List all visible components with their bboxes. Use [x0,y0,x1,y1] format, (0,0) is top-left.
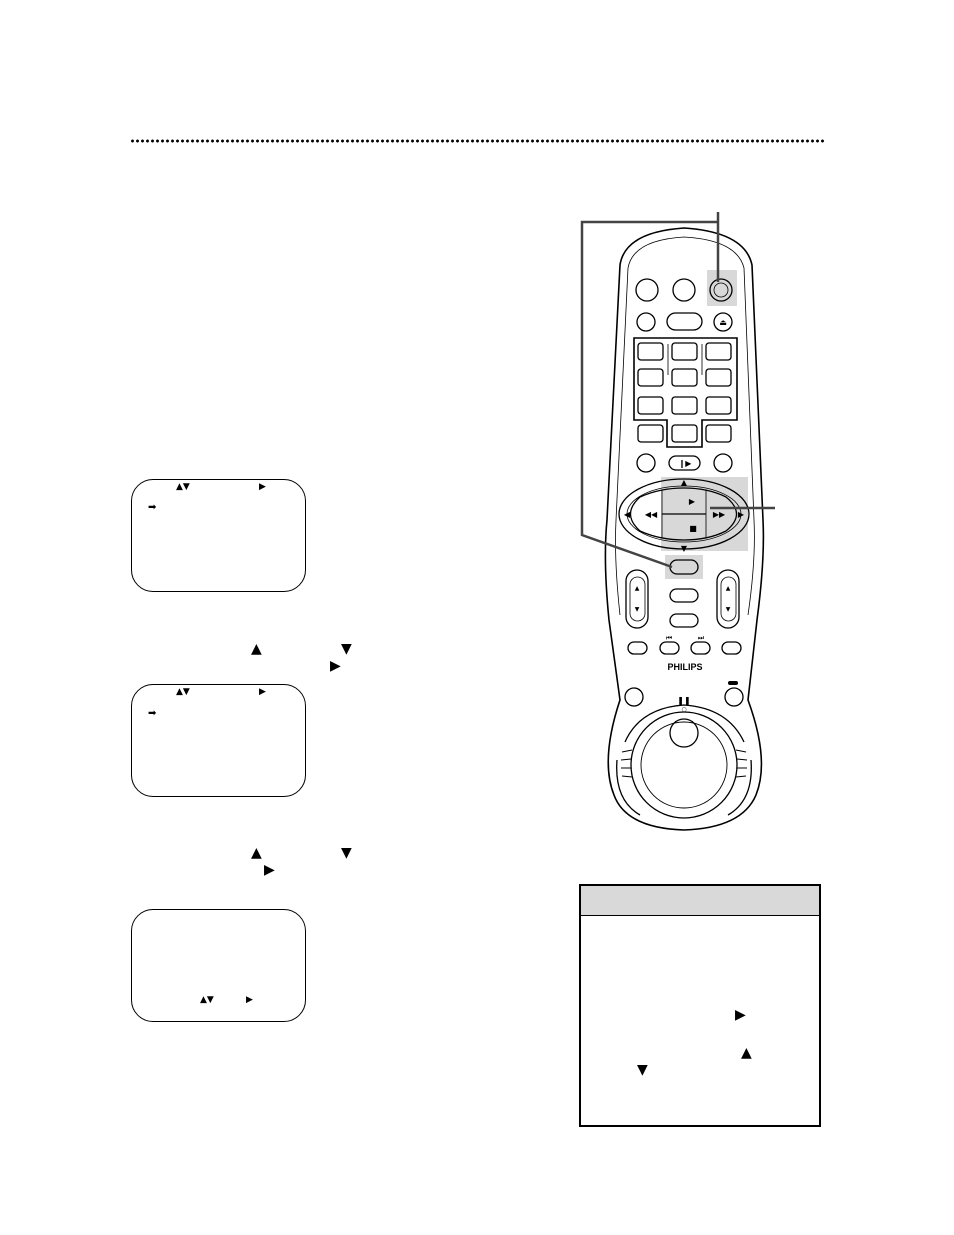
down-icon: ▼ [341,641,352,657]
hint-box: ▶ ▲ ▼ [579,884,821,1127]
rocker-up-left-icon: ▲ [635,585,640,592]
left-small-icon: ◀ [624,510,631,519]
right-icon: ▶ [330,658,341,674]
right-icon: ▶ [735,1007,746,1023]
up-icon: ▲ [251,845,262,861]
right-arrow-icon: ▶ [259,687,266,697]
pointer-arrow-icon: ➡ [148,708,157,719]
dotted-rule [130,139,824,143]
pause-icon: ❚❚ [677,696,690,705]
up-down-icon: ▲▼ [200,995,214,1005]
skip-forward-icon: ⏭ [698,634,705,642]
right-icon: ▶ [264,862,275,878]
brand-logo: PHILIPS [667,662,702,672]
remote-control-illustration: ⏏ ❙▶ ▲ ▶ ◀◀ ▶▶ ◀ ▶ ■ ▼ ▲ ▼ ▲ ▼ ⏮ ⏭ ❚❚ ○ … [580,212,775,831]
tv-screen-2: ▲▼ ▶ ➡ [131,684,306,797]
stop-icon: ■ [689,524,697,533]
right-arrow-icon: ▶ [259,482,266,492]
slow-icon: ❙▶ [679,459,693,468]
rocker-down-left-icon: ▼ [635,606,640,613]
down-icon: ▼ [637,1062,648,1078]
tv-screen-3: ▲▼ ▶ [131,909,306,1022]
rocker-down-right-icon: ▼ [726,606,731,613]
rocker-up-right-icon: ▲ [726,585,731,592]
up-small-icon: ▲ [681,478,688,487]
skip-back-icon: ⏮ [666,634,672,642]
up-icon: ▲ [251,641,262,657]
rewind-icon: ◀◀ [645,510,658,519]
play-icon: ▶ [689,497,696,506]
up-icon: ▲ [741,1045,752,1061]
right-small-icon: ▶ [738,510,745,519]
remote-body [604,227,765,831]
tv-screen-1: ▲▼ ▶ ➡ [131,479,306,592]
eject-icon: ⏏ [719,318,727,327]
down-small-icon: ▼ [681,544,688,553]
small-circle-icon: ○ [681,706,686,713]
fast-forward-icon: ▶▶ [713,510,726,519]
down-icon: ▼ [341,845,352,861]
up-down-icon: ▲▼ [176,687,190,697]
hint-box-header [581,886,819,916]
up-down-icon: ▲▼ [176,482,190,492]
pointer-arrow-icon: ➡ [148,502,157,513]
right-arrow-icon: ▶ [246,995,253,1005]
